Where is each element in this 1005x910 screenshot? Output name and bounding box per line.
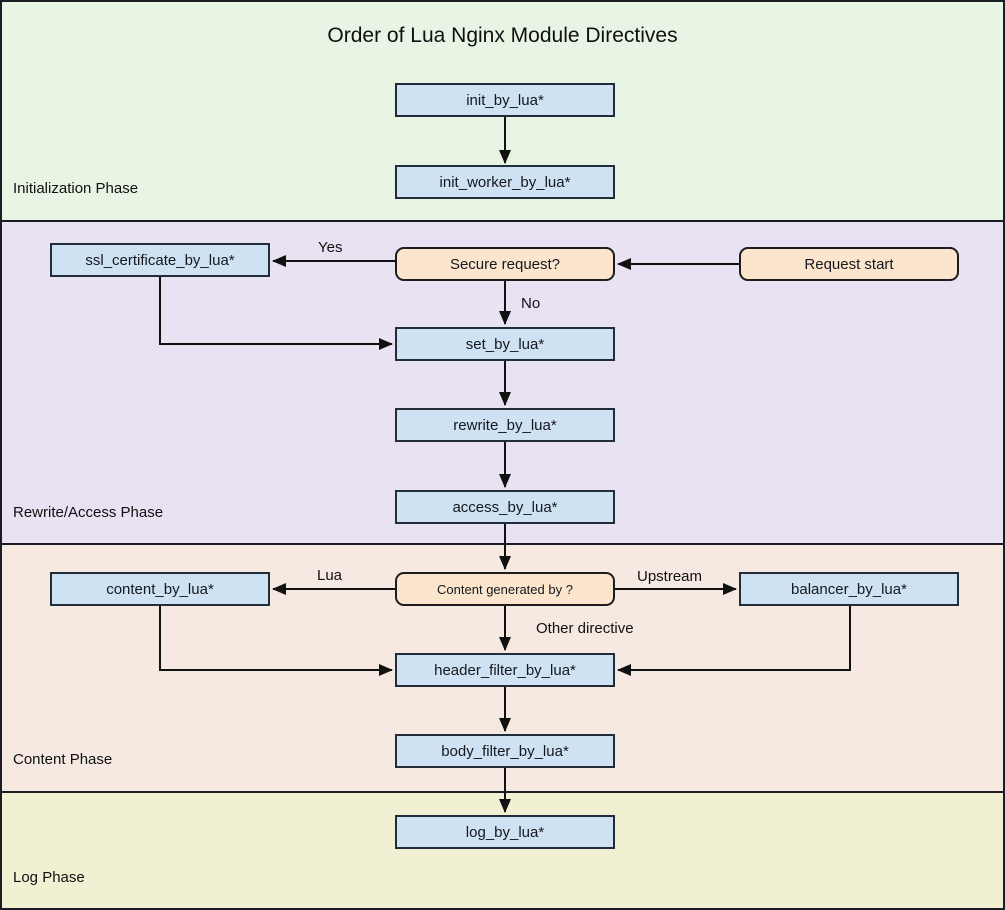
- node-access-by-lua: access_by_lua*: [395, 490, 615, 524]
- edge-label-upstream: Upstream: [637, 568, 703, 585]
- node-secure-request: Secure request?: [395, 247, 615, 281]
- node-content-by-lua: content_by_lua*: [50, 572, 270, 606]
- node-ssl-certificate-by-lua: ssl_certificate_by_lua*: [50, 243, 270, 277]
- phase-label-log: Log Phase: [13, 869, 85, 886]
- node-body-filter-by-lua: body_filter_by_lua*: [395, 734, 615, 768]
- edge-label-lua: Lua: [317, 567, 343, 584]
- node-log-by-lua: log_by_lua*: [395, 815, 615, 849]
- node-rewrite-by-lua: rewrite_by_lua*: [395, 408, 615, 442]
- edge-label-no: No: [521, 295, 541, 312]
- phase-label-content: Content Phase: [13, 751, 113, 768]
- node-init-worker-by-lua: init_worker_by_lua*: [395, 165, 615, 199]
- band-log-phase: [2, 791, 1003, 908]
- edge-label-yes: Yes: [318, 239, 343, 256]
- phase-label-initialization: Initialization Phase: [13, 180, 139, 197]
- node-content-generated-by: Content generated by ?: [395, 572, 615, 606]
- node-set-by-lua: set_by_lua*: [395, 327, 615, 361]
- phase-label-rewrite-access: Rewrite/Access Phase: [13, 504, 164, 521]
- node-init-by-lua: init_by_lua*: [395, 83, 615, 117]
- edge-label-other-directive: Other directive: [536, 620, 634, 637]
- diagram-title: Order of Lua Nginx Module Directives: [327, 24, 678, 47]
- node-request-start: Request start: [739, 247, 959, 281]
- node-balancer-by-lua: balancer_by_lua*: [739, 572, 959, 606]
- node-header-filter-by-lua: header_filter_by_lua*: [395, 653, 615, 687]
